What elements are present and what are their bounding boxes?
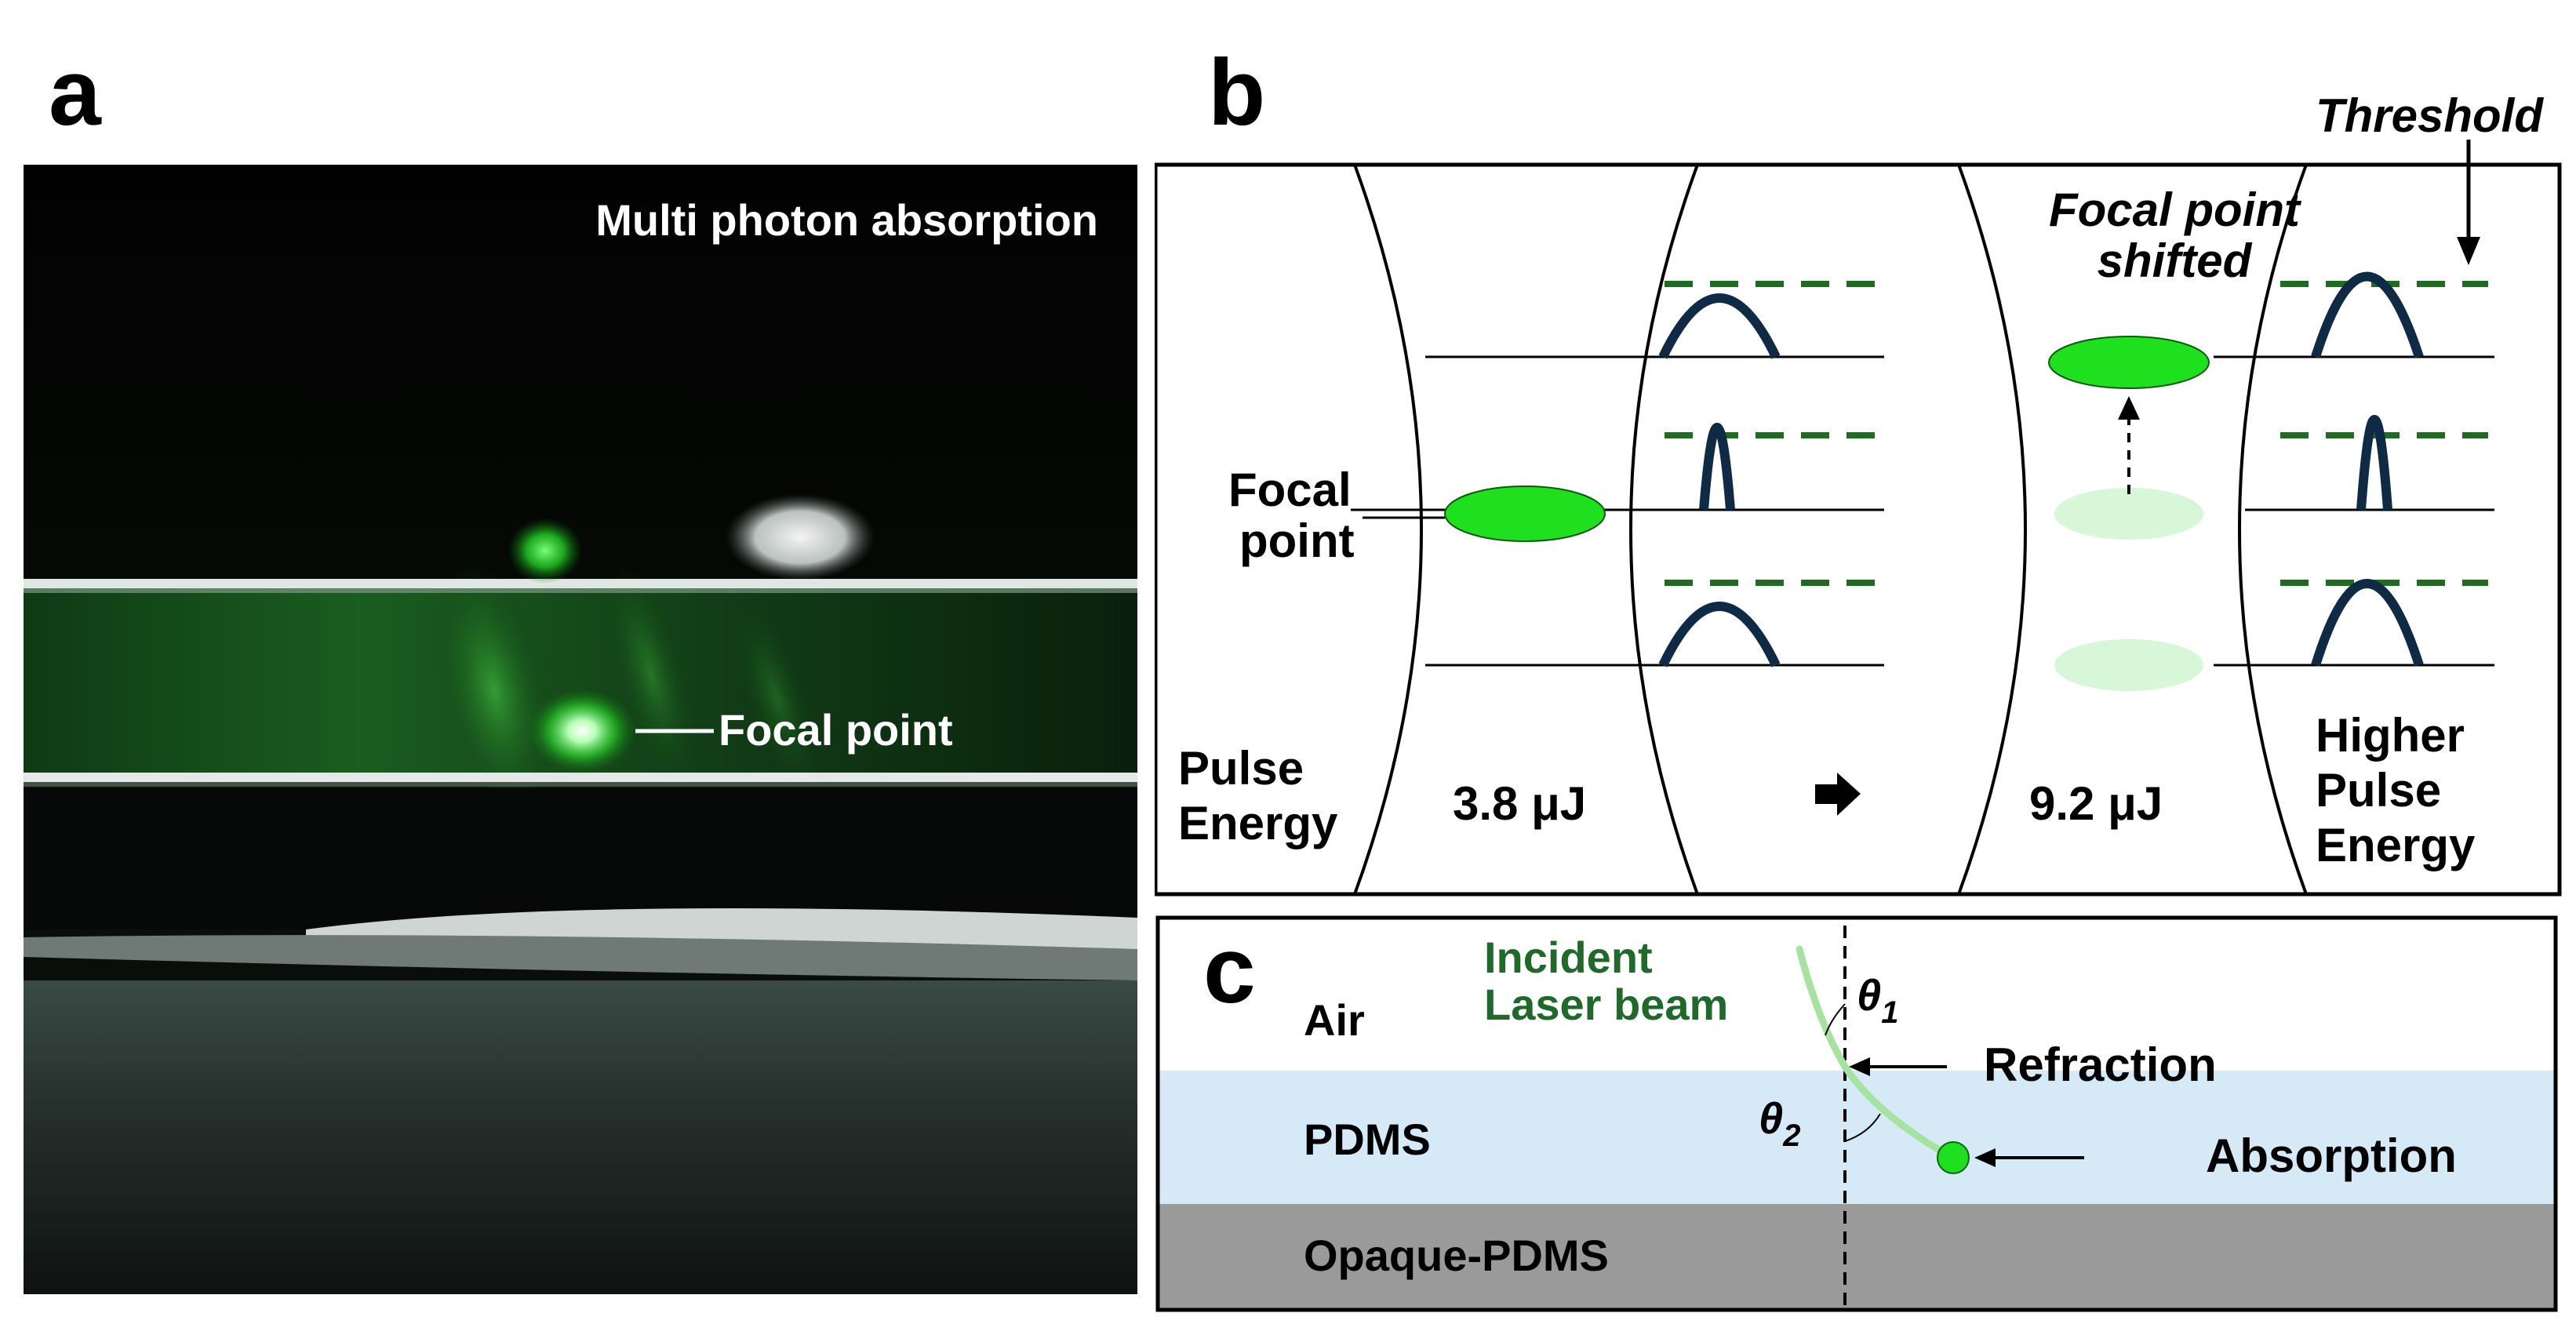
theta1-arc xyxy=(1825,1003,1846,1036)
air-label: Air xyxy=(1304,995,1365,1045)
theta2-arc xyxy=(1844,1113,1881,1142)
refraction-arrow-head xyxy=(1849,1057,1870,1076)
panel-letter-a: a xyxy=(49,40,101,145)
theta1-label: θ1 xyxy=(1857,970,1898,1030)
absorption-label: Absorption xyxy=(2206,1129,2457,1182)
intensity-curve-left-mid xyxy=(1699,423,1735,511)
focal-point-ellipse xyxy=(1444,486,1606,542)
higher-label-line1: Higher xyxy=(2316,709,2465,762)
energy-high-label: 9.2 μJ xyxy=(2029,777,2163,830)
lens-curve-left-1 xyxy=(1353,164,1423,895)
intensity-curve-right-mid xyxy=(2356,415,2392,511)
intensity-curve-right-bottom xyxy=(2311,579,2424,667)
incident-label-line2: Laser beam xyxy=(1484,980,1728,1029)
pulse-label-line1: Pulse xyxy=(1178,742,1304,795)
lens-curve-right-1 xyxy=(1957,164,2027,895)
incident-label-line1: Incident xyxy=(1484,933,1653,982)
shifted-focal-ellipse xyxy=(2048,336,2210,389)
panel-letter-c: c xyxy=(1203,918,1256,1023)
theta2-label: θ2 xyxy=(1759,1093,1800,1153)
intensity-curve-left-bottom xyxy=(1658,602,1781,667)
lens-curve-left-2 xyxy=(1629,164,1699,895)
diagram-refraction: c Incident Laser beam Air PDMS Opaque-PD… xyxy=(1155,915,2558,1312)
focal-label-line2: point xyxy=(1239,515,1355,567)
absorption-arrow-head xyxy=(1974,1148,1996,1167)
shifted-label-line1: Focal point xyxy=(2049,184,2302,236)
laser-beam xyxy=(1796,945,1951,1158)
pdms-layer xyxy=(1158,1071,2556,1204)
focal-label-line1: Focal xyxy=(1228,464,1352,516)
pdms-label: PDMS xyxy=(1304,1115,1431,1164)
threshold-arrow-head xyxy=(2457,237,2480,265)
absorption-dot xyxy=(1937,1141,1970,1174)
opaque-pdms-layer xyxy=(1158,1204,2556,1310)
intensity-curve-left-top xyxy=(1658,293,1781,359)
pulse-label-line2: Energy xyxy=(1178,797,1338,849)
opaque-pdms-label: Opaque-PDMS xyxy=(1304,1231,1609,1280)
lens-curve-right-2 xyxy=(2238,164,2308,895)
higher-label-line3: Energy xyxy=(2316,819,2476,871)
energy-low-label: 3.8 μJ xyxy=(1453,777,1586,830)
higher-label-line2: Pulse xyxy=(2316,764,2441,817)
faded-focal-ellipse-bottom xyxy=(2054,639,2203,691)
diagram-focal-shift: Threshold Focal point shifted Focal poin… xyxy=(1155,89,2562,897)
threshold-label: Threshold xyxy=(2316,89,2544,142)
photo-caption: Multi photon absorption xyxy=(595,195,1098,245)
refraction-label: Refraction xyxy=(1984,1038,2217,1091)
faded-focal-ellipse-mid xyxy=(2054,488,2203,540)
intensity-curve-right-top xyxy=(2311,271,2424,358)
panel-c-frame xyxy=(1155,915,2558,1312)
shift-arrow-head xyxy=(2118,396,2140,420)
shifted-label-line2: shifted xyxy=(2098,235,2253,287)
block-arrow-right xyxy=(1815,773,1861,816)
photo-focal-label: Focal point xyxy=(719,705,953,755)
panel-letter-b: b xyxy=(1208,40,1266,145)
photo-multiphoton: Multi photon absorption Focal point xyxy=(24,165,1137,1294)
